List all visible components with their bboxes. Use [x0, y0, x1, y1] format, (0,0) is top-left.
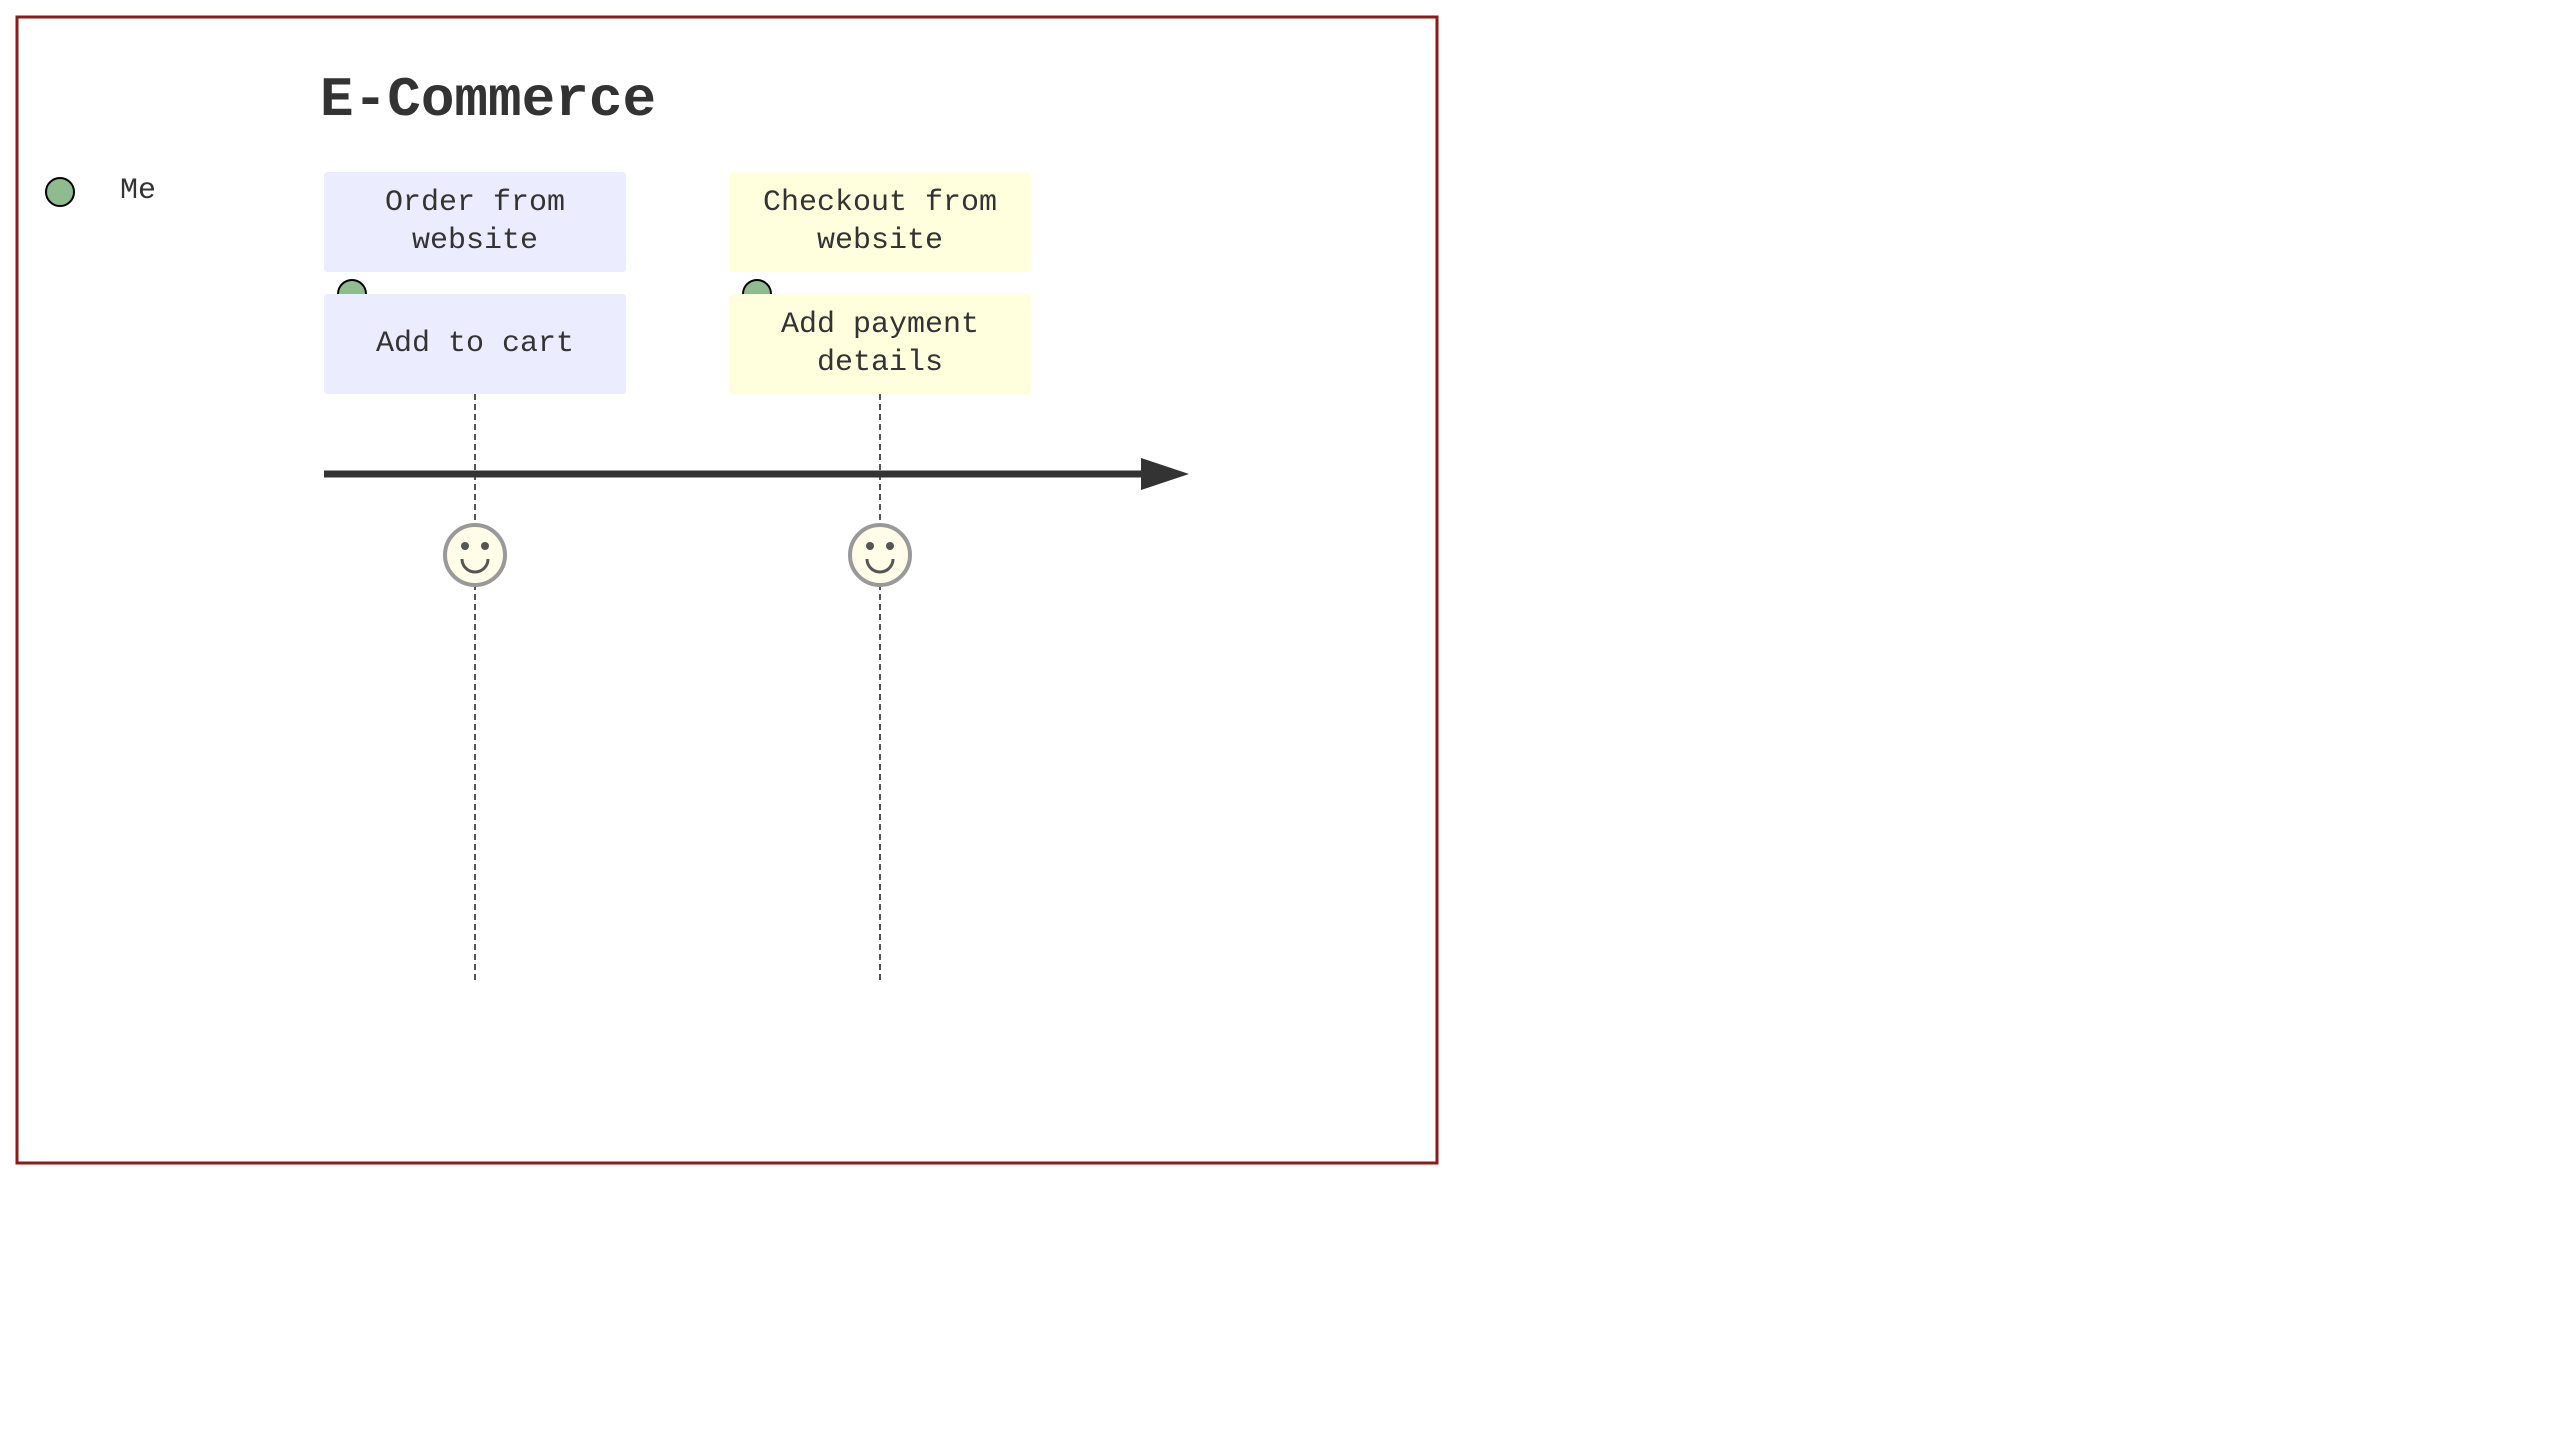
section-box: Checkout from website	[729, 172, 1031, 272]
task-box: Add payment details	[729, 294, 1031, 394]
actor-name: Me	[120, 174, 157, 208]
section-box: Order from website	[324, 172, 626, 272]
actor-color-dot	[45, 177, 75, 207]
diagram-frame	[15, 15, 1439, 1165]
timeline-arrow	[324, 458, 1189, 490]
diagram-title: E-Commerce	[320, 68, 657, 132]
smiley-face-icon	[848, 523, 912, 587]
task-box: Add to cart	[324, 294, 626, 394]
smiley-face-icon	[443, 523, 507, 587]
